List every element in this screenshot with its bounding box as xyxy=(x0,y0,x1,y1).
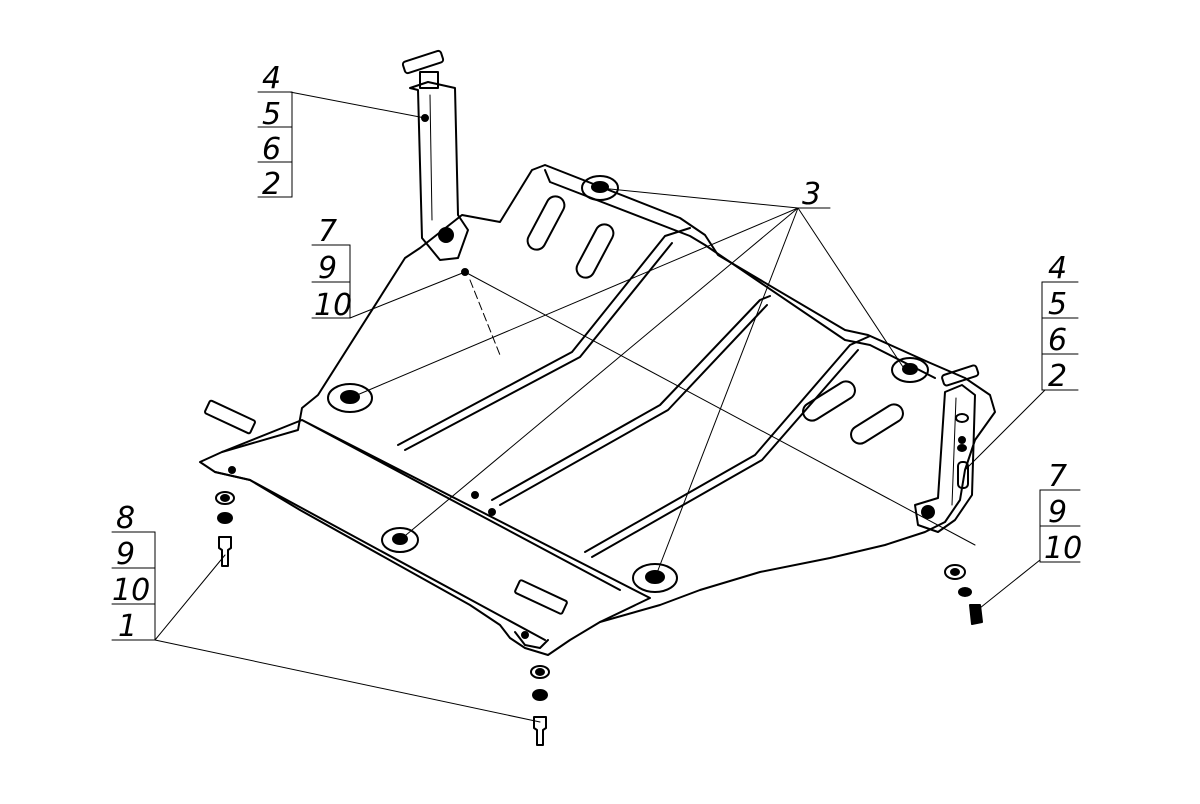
bolt xyxy=(218,536,232,567)
callout-ml-2: 9 xyxy=(318,251,337,286)
callout-lr-1: 7 xyxy=(1048,459,1067,494)
callout-bl-4: 1 xyxy=(118,609,137,644)
boss-right xyxy=(891,357,929,383)
skid-plate-outline xyxy=(199,164,996,656)
rib-3 xyxy=(584,335,871,558)
rib-2 xyxy=(491,295,771,506)
callout-ml-3: 10 xyxy=(314,288,352,323)
slot-2 xyxy=(575,223,615,279)
callout-r-4: 2 xyxy=(1048,359,1067,394)
front-lip xyxy=(221,419,651,623)
fastener-right-bracket xyxy=(955,413,969,452)
rib-1 xyxy=(397,227,691,451)
hole-2 xyxy=(488,508,496,516)
bracket-tab xyxy=(419,71,439,89)
callout-r-2: 5 xyxy=(1048,287,1067,322)
bracket-hole xyxy=(438,227,454,243)
callout-bl-1: 8 xyxy=(116,501,135,536)
front-lip-lower xyxy=(214,471,546,641)
center-line-a xyxy=(464,271,976,546)
bracket-pin-2 xyxy=(461,268,469,276)
bracket-pin xyxy=(421,114,429,122)
right-clip-top xyxy=(941,364,980,387)
washer-small xyxy=(955,413,969,423)
vent-slots xyxy=(526,195,904,445)
hole-1 xyxy=(471,491,479,499)
callout-ml-1: 7 xyxy=(318,214,337,249)
callout-bl-2: 9 xyxy=(116,537,135,572)
washer xyxy=(530,665,550,679)
nut xyxy=(958,587,972,597)
right-hole xyxy=(921,505,935,519)
nut xyxy=(532,689,548,701)
boss-top xyxy=(581,175,619,201)
clip-hook xyxy=(514,631,549,649)
callout-tl-2: 5 xyxy=(262,97,281,132)
slot-1 xyxy=(526,195,566,251)
fastener-right xyxy=(944,564,983,625)
slot-3 xyxy=(802,380,856,422)
callout-brackets xyxy=(111,91,1081,641)
boss-bottom xyxy=(632,563,678,593)
right-pin xyxy=(958,436,966,444)
boss-front xyxy=(381,527,419,553)
slot-4 xyxy=(850,403,904,445)
callout-bl-3: 10 xyxy=(112,573,150,608)
callout-top-center: 3 xyxy=(802,177,821,212)
bolt xyxy=(969,604,983,625)
callout-numbers: 4 5 6 2 7 9 10 3 4 5 6 2 7 9 10 8 9 10 1 xyxy=(112,61,1082,644)
callout-r-3: 6 xyxy=(1048,323,1067,358)
washer xyxy=(215,491,235,505)
right-slot xyxy=(957,461,969,489)
mounting-bosses xyxy=(228,175,929,593)
washer xyxy=(944,564,966,580)
fastener-left xyxy=(215,491,235,567)
nut xyxy=(217,512,233,524)
boss-left xyxy=(327,383,373,413)
right-bracket xyxy=(914,364,980,533)
front-clip-left xyxy=(204,399,256,435)
callout-tl-1: 4 xyxy=(262,61,281,96)
left-bracket xyxy=(401,49,469,276)
callout-tl-3: 6 xyxy=(262,132,281,167)
callout-r-1: 4 xyxy=(1048,251,1067,286)
bracket-clip-top xyxy=(401,49,445,75)
callout-lr-2: 9 xyxy=(1048,495,1067,530)
front-clip-right xyxy=(514,579,568,615)
skid-plate xyxy=(199,164,996,656)
callout-lr-3: 10 xyxy=(1044,531,1082,566)
top-fold xyxy=(544,169,936,379)
bolt xyxy=(533,716,547,746)
front-clips xyxy=(204,399,568,649)
fastener-bottom xyxy=(530,665,550,746)
clip-hole xyxy=(521,631,529,639)
hole-3 xyxy=(228,466,236,474)
callout-tl-4: 2 xyxy=(262,167,281,202)
center-line-b xyxy=(469,279,501,356)
